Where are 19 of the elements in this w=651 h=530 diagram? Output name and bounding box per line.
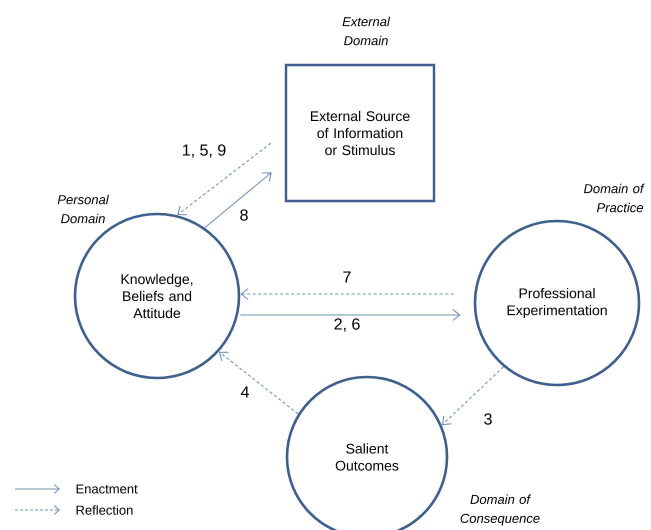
edge-label: 2, 6 <box>332 317 362 333</box>
legend-label: Enactment <box>76 484 138 494</box>
legend-label: Reflection <box>76 505 132 515</box>
domain-label: Personal Domain <box>58 194 109 224</box>
edge-label: 7 <box>342 270 352 284</box>
edge-label: 4 <box>240 386 250 398</box>
domain-label: Domain of Consequence <box>460 494 540 526</box>
arrow <box>240 309 461 321</box>
edge-label: 3 <box>482 412 494 426</box>
arrow <box>240 288 454 300</box>
arrow <box>218 352 298 414</box>
domain-label: Domain of Practice <box>584 184 645 212</box>
domain-label: External Domain <box>342 16 390 46</box>
arrow <box>442 366 504 426</box>
source-box: External Source of Information or Stimulus <box>284 64 436 202</box>
edge-label: 1, 5, 9 <box>180 143 228 159</box>
arrow <box>177 142 272 216</box>
edge-label: 8 <box>238 208 250 222</box>
arrow <box>204 172 272 228</box>
